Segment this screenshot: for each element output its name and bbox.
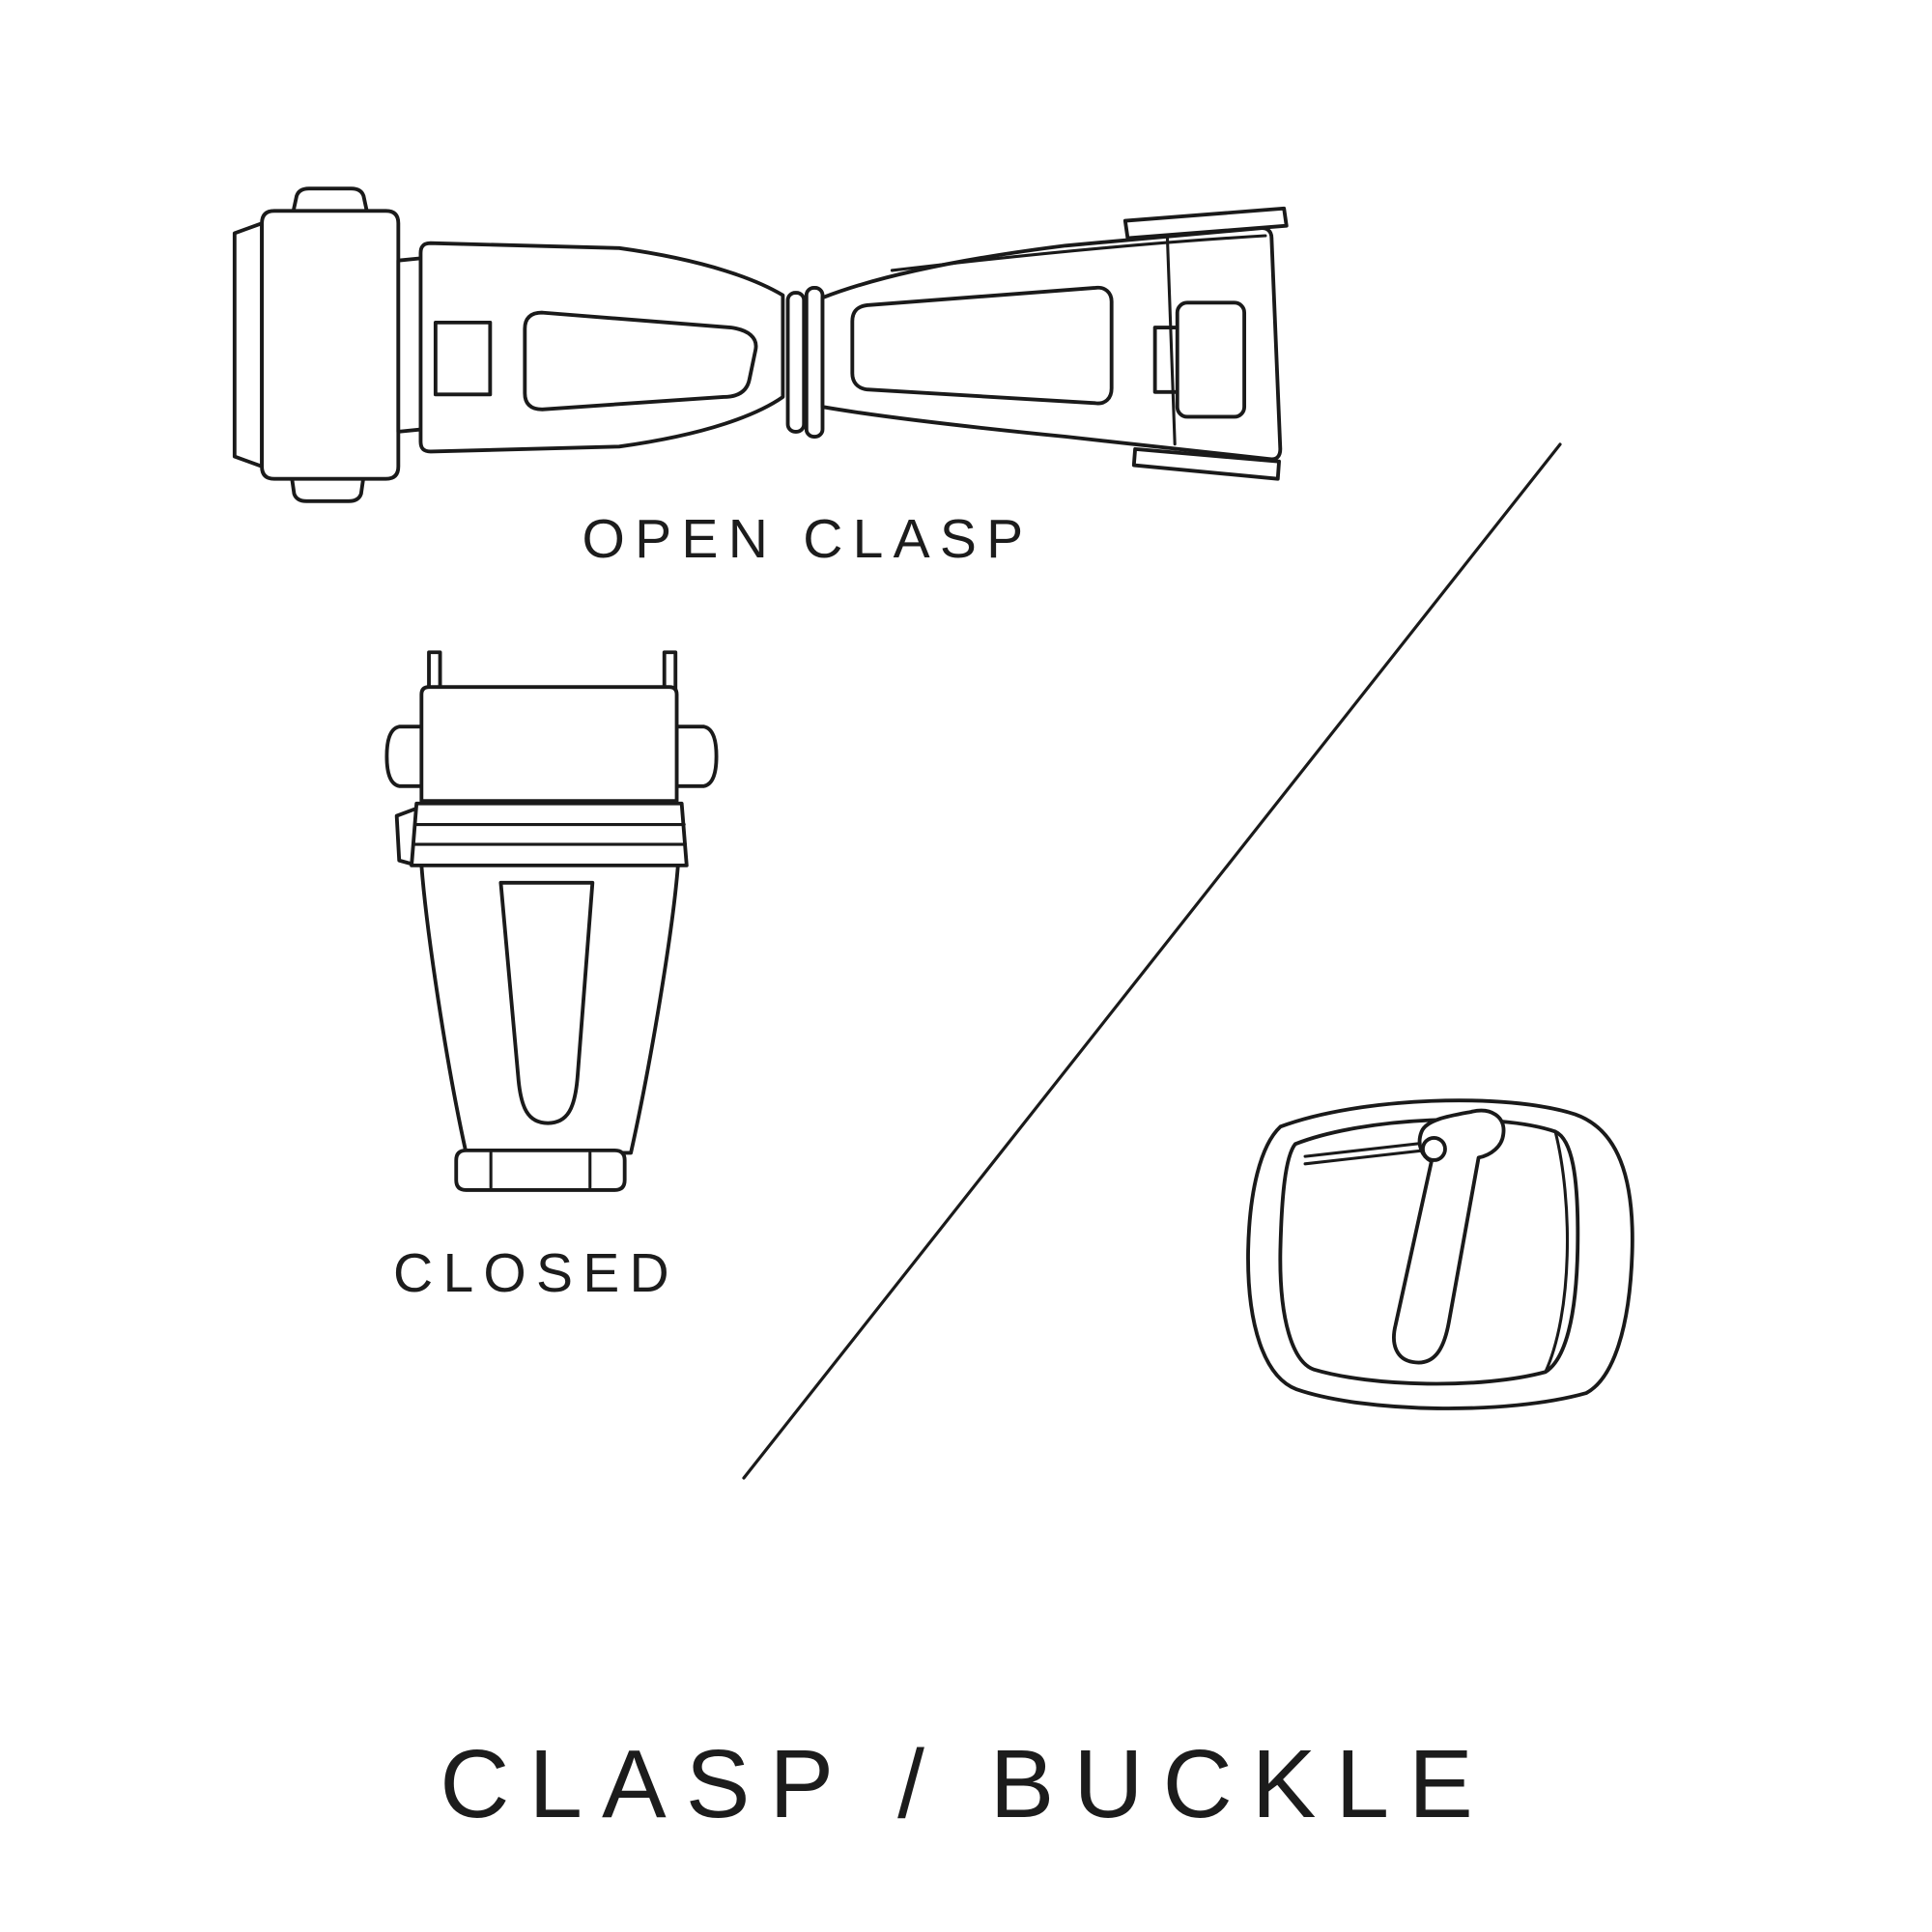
open-clasp-icon: [232, 186, 1289, 503]
diagonal-divider-line: [724, 425, 1584, 1497]
open-clasp-label: OPEN CLASP: [582, 508, 1034, 570]
divider-line-icon: [742, 442, 1562, 1480]
page-title: CLASP / BUCKLE: [440, 1730, 1492, 1838]
open-clasp-illustration: [222, 184, 1314, 506]
closed-clasp-icon: [384, 650, 719, 1192]
tang-buckle-illustration: [1226, 1077, 1647, 1436]
closed-clasp-illustration: [372, 642, 731, 1212]
tang-buckle-icon: [1246, 1098, 1634, 1410]
closed-clasp-label: CLOSED: [393, 1242, 679, 1304]
